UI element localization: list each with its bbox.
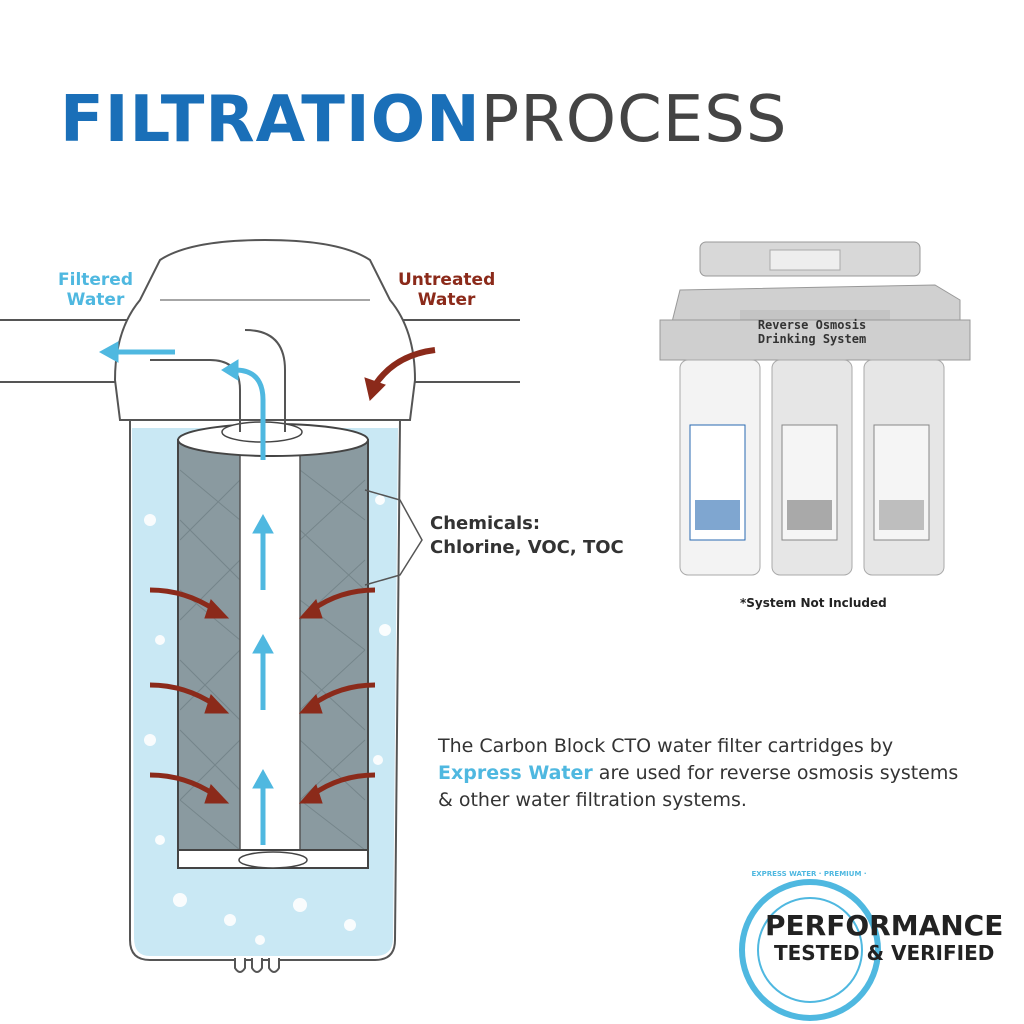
express-water-seal <box>739 879 881 1021</box>
filtered-line1: Filtered <box>58 270 134 290</box>
filtered-line2: Water <box>66 290 125 310</box>
untreated-flow-arrows <box>149 347 436 804</box>
page-title: FILTRATIONPROCESS <box>60 88 787 152</box>
seal-ring-text: EXPRESS WATER · PREMIUM · AUTHENTIC · QU… <box>751 870 867 878</box>
inlet-outlet-pipe <box>0 319 520 383</box>
untreated-line1: Untreated <box>398 270 496 290</box>
performance-badge-text: PERFORMANCE TESTED & VERIFIED <box>765 909 1004 966</box>
title-light: PROCESS <box>480 83 788 157</box>
untreated-water-label: Untreated Water <box>398 270 495 310</box>
housing-cap <box>113 238 417 421</box>
filtered-flow-arrows <box>98 341 274 845</box>
filtered-water-label: Filtered Water <box>58 270 133 310</box>
chemicals-line1: Chemicals: <box>430 513 541 534</box>
chemicals-label: Chemicals: Chlorine, VOC, TOC <box>430 512 624 560</box>
ro-banner-line1: Reverse Osmosis <box>757 318 867 332</box>
sediment-particles <box>144 495 391 945</box>
performance-line2: TESTED & VERIFIED <box>774 941 995 965</box>
performance-line1: PERFORMANCE <box>765 909 1004 942</box>
description-part2: are used for reverse osmosis systems & o… <box>438 762 959 811</box>
chemicals-callout-line <box>364 489 423 586</box>
description-part1: The Carbon Block CTO water filter cartri… <box>438 735 894 757</box>
title-bold: FILTRATION <box>60 83 481 157</box>
chemicals-line2: Chlorine, VOC, TOC <box>430 537 624 558</box>
ro-banner-line2: Drinking System <box>757 332 867 346</box>
ro-banner-text: Reverse Osmosis Drinking System <box>742 318 882 346</box>
ro-system-photo <box>659 241 971 576</box>
description-brand: Express Water <box>438 762 593 784</box>
untreated-line2: Water <box>417 290 476 310</box>
product-description: The Carbon Block CTO water filter cartri… <box>438 733 978 814</box>
ro-bracket <box>659 319 971 361</box>
system-not-included-note: *System Not Included <box>740 596 887 610</box>
housing-feet <box>234 958 280 973</box>
